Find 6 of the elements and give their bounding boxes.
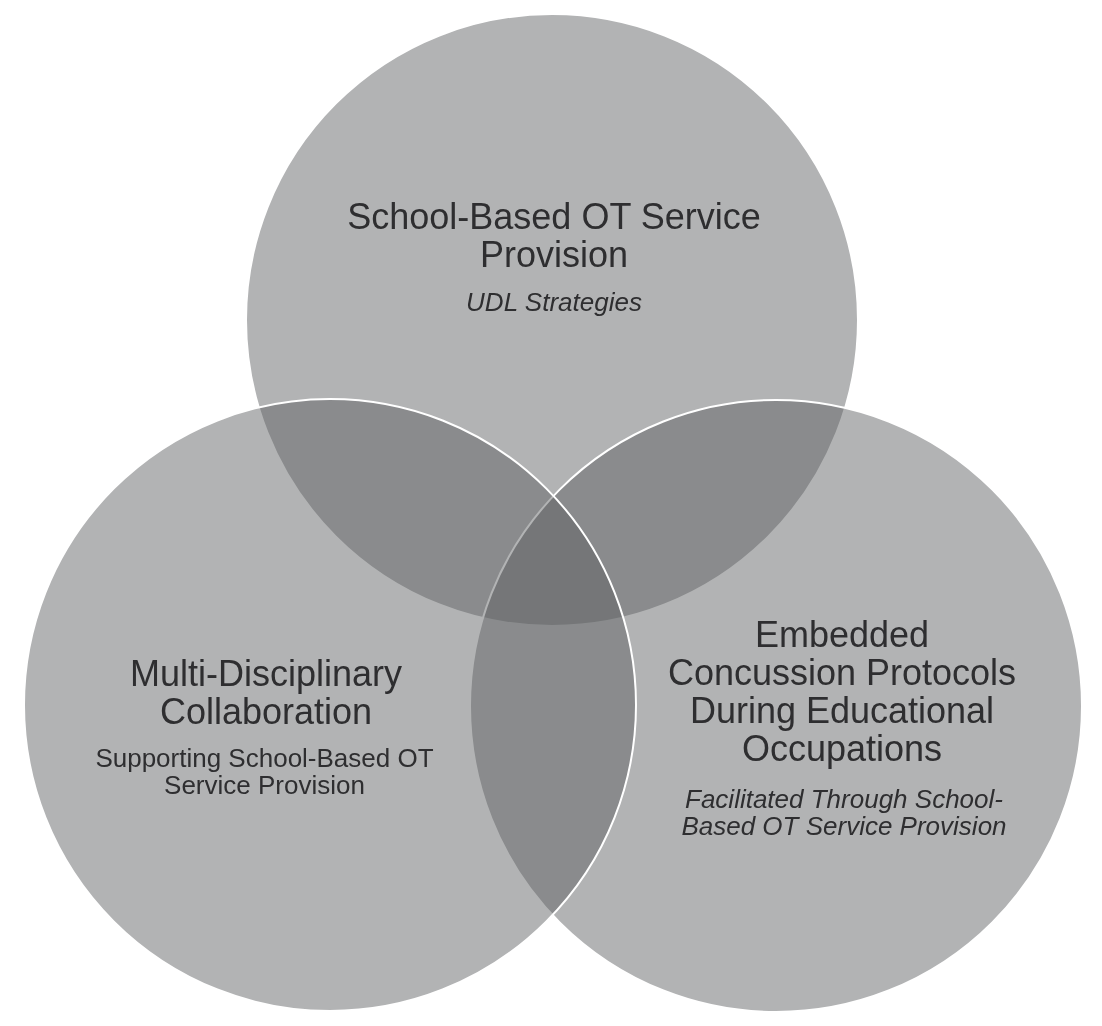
circle-subtitle: UDL Strategies	[466, 289, 642, 316]
circle-title: School-Based OT Service Provision	[346, 198, 762, 274]
circle-subtitle: Supporting School-Based OT Service Provision	[94, 745, 435, 799]
circle-title: Multi-Disciplinary Collaboration	[128, 655, 403, 731]
circle-subtitle: Facilitated Through School-Based OT Service Provision	[680, 786, 1008, 840]
circle-title: Embedded Concussion Protocols During Educational Occupations	[666, 616, 1018, 768]
